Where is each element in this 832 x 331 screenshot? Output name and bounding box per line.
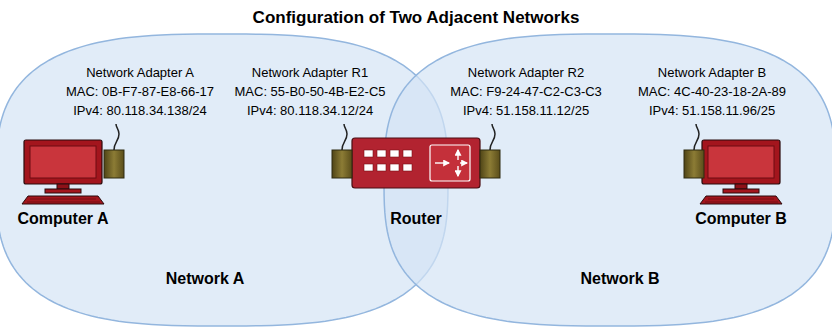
router-port [377,164,386,171]
monitor-screen [708,146,774,178]
router-port [364,164,373,171]
router-port [390,150,399,157]
text-holder: Network A [166,269,245,288]
network-adapter-b [684,150,704,178]
adapter-label: MAC: 55-B0-50-4B-E2-C5 [235,84,386,100]
router-port [403,150,412,157]
text-holder: MAC: 0B-F7-87-E8-66-17 [66,84,214,100]
device-label-box: Computer B [691,207,791,230]
text-holder: Network Adapter B [658,65,766,81]
keyboard [700,196,782,204]
router-symbol [430,145,470,181]
adapter-label: IPv4: 80.118.34.12/24 [247,103,373,119]
router-body [352,138,480,188]
network-adapter-a [104,150,124,178]
keyboard [22,196,104,204]
text-holder: MAC: 55-B0-50-4B-E2-C5 [235,84,386,100]
device-label-box: Computer A [14,207,113,230]
text-holder: Network B [580,269,659,288]
keyboard-keys [705,199,778,202]
network-ellipse [384,34,832,326]
router-port [377,150,386,157]
router-arrow [457,150,458,160]
adapter-label: Network Adapter R1 [252,65,368,81]
device-name: Computer B [695,209,787,228]
adapter-label: Network Adapter A [86,65,194,81]
monitor-screen [30,146,96,178]
monitor-frame [24,140,102,184]
router-arrow [460,162,467,163]
adapter-label: MAC: 4C-40-23-18-2A-89 [638,84,786,100]
adapter-label: Network Adapter R2 [468,65,584,81]
network-region: Network A Computer A [0,34,448,326]
monitor-base [45,189,81,193]
text-holder: Configuration of Two Adjacent Networks [253,8,580,28]
diagram-title: Configuration of Two Adjacent Networks [253,8,580,28]
network-ellipse [0,34,448,326]
network-adapter-r2 [480,150,500,178]
router-port [390,164,399,171]
monitor-base [723,189,759,193]
adapter-label: MAC: 0B-F7-87-E8-66-17 [66,84,214,100]
device-name: Router [390,209,442,228]
monitor-frame [702,140,780,184]
adapter-label: MAC: F9-24-47-C2-C3-C3 [450,84,602,100]
text-holder: MAC: 4C-40-23-18-2A-89 [638,84,786,100]
text-holder: Network Adapter R2 [468,65,584,81]
network-name: Network A [166,269,245,288]
text-holder: MAC: F9-24-47-C2-C3-C3 [450,84,602,100]
text-holder: IPv4: 80.118.34.138/24 [73,103,206,119]
router-port [364,150,373,157]
router-port [403,164,412,171]
text-holder: Network Adapter A [86,65,194,81]
adapter-label: Network Adapter B [658,65,766,81]
device-label-box: Router [386,207,446,230]
adapter-label: IPv4: 80.118.34.138/24 [73,103,206,119]
monitor-neck [57,184,69,189]
adapter-label: IPv4: 51.158.11.12/25 [463,103,589,119]
network-adapter-r1 [332,150,352,178]
router-arrow [457,166,458,176]
keyboard-keys [27,199,100,202]
router-arrow [435,162,449,163]
device-name: Computer A [18,209,109,228]
text-holder: Network Adapter R1 [252,65,368,81]
network-name: Network B [580,269,659,288]
text-holder: IPv4: 51.158.11.96/25 [649,103,775,119]
text-holder: IPv4: 80.118.34.12/24 [247,103,373,119]
monitor-neck [735,184,747,189]
adapter-label: IPv4: 51.158.11.96/25 [649,103,775,119]
text-holder: IPv4: 51.158.11.12/25 [463,103,589,119]
